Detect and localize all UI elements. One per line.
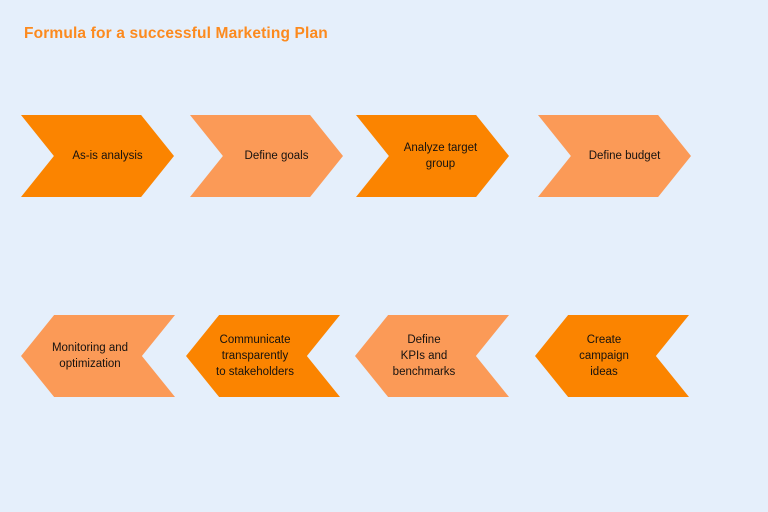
process-step-communicate-transparently[interactable]: Communicate transparently to stakeholder…	[186, 315, 340, 397]
process-step-monitoring-and-optimization[interactable]: Monitoring and optimization	[21, 315, 175, 397]
process-step-define-kpis-and-benchmarks[interactable]: Define KPIs and benchmarks	[355, 315, 509, 397]
process-step-analyze-target-group[interactable]: Analyze target group	[356, 115, 509, 197]
process-step-label: Monitoring and optimization	[51, 342, 129, 370]
process-step-label: Analyze target group	[403, 142, 478, 170]
page-title: Formula for a successful Marketing Plan	[24, 25, 328, 42]
process-step-label: Communicate transparently to stakeholder…	[216, 334, 294, 378]
process-step-label: Define budget	[588, 150, 661, 162]
process-step-define-goals[interactable]: Define goals	[190, 115, 343, 197]
process-step-label: Define KPIs and benchmarks	[392, 334, 456, 378]
process-step-as-is-analysis[interactable]: As-is analysis	[21, 115, 174, 197]
process-flow-row-1: As-is analysis Define goals Analyze targ…	[0, 115, 768, 197]
process-step-define-budget[interactable]: Define budget	[538, 115, 691, 197]
process-step-label: As-is analysis	[72, 150, 143, 162]
process-step-create-campaign-ideas[interactable]: Create campaign ideas	[535, 315, 689, 397]
process-step-label: Create campaign ideas	[579, 334, 629, 378]
process-flow-row-2: Monitoring and optimization Communicate …	[0, 315, 768, 397]
process-step-label: Define goals	[244, 150, 309, 162]
